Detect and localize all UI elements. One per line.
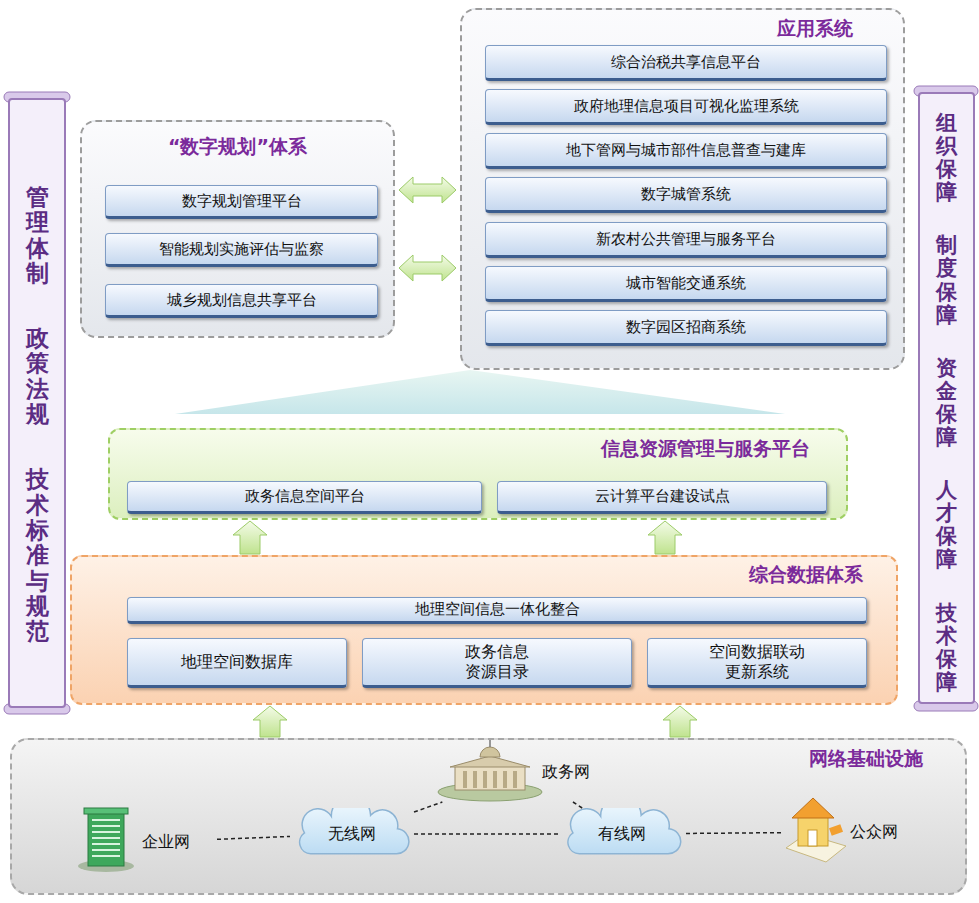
process-box: 空间数据联动 更新系统 — [647, 638, 867, 688]
window-row — [92, 843, 120, 845]
process-box: 新农村公共管理与服务平台 — [485, 222, 887, 258]
process-box: 地理空间信息一体化整合 — [127, 597, 867, 624]
group-panel: “数字规划”体系数字规划管理平台智能规划实施评估与监察城乡规划信息共享平台 — [80, 120, 395, 338]
panel-title: 网络基础设施 — [809, 746, 923, 772]
process-box: 智能规划实施评估与监察 — [105, 233, 378, 267]
dashed-link — [414, 833, 558, 835]
network-cloud: 无线网 — [290, 808, 414, 860]
vertical-label: 管理体制 — [26, 185, 49, 286]
box-label: 智能规划实施评估与监察 — [159, 240, 324, 259]
process-box: 数字城管系统 — [485, 177, 887, 213]
network-node: 公众网 — [782, 797, 937, 867]
group-panel: 应用系统综合治税共享信息平台政府地理信息项目可视化监理系统地下管网与城市部件信息… — [460, 8, 905, 370]
group-panel: 综合数据体系地理空间信息一体化整合地理空间数据库 政务信息 资源目录 空间数据联动 … — [70, 555, 898, 705]
process-box: 云计算平台建设试点 — [497, 481, 827, 514]
box-label: 城乡规划信息共享平台 — [167, 291, 317, 310]
double-arrow — [399, 177, 456, 203]
panel-title: 应用系统 — [777, 16, 853, 42]
network-label: 企业网 — [142, 832, 190, 853]
flow-arrow — [648, 521, 682, 554]
box-label: 城市智能交通系统 — [626, 274, 746, 293]
flow-arrow — [233, 521, 267, 554]
flow-arrow — [663, 706, 697, 737]
dashed-link — [573, 802, 582, 808]
vertical-label: 技术保障 — [936, 602, 957, 694]
box-label: 政府地理信息项目可视化监理系统 — [574, 97, 799, 116]
side-scroll: 管理体制政策法规技术标准与规范 — [8, 98, 66, 708]
cloud-label: 有线网 — [598, 824, 646, 845]
cloud-outline — [300, 808, 409, 854]
process-box: 城市智能交通系统 — [485, 266, 887, 302]
dashed-link — [414, 802, 442, 812]
process-box: 地下管网与城市部件信息普查与建库 — [485, 133, 887, 169]
box-label: 地理空间信息一体化整合 — [415, 600, 580, 619]
process-box: 地理空间数据库 — [127, 638, 347, 688]
vertical-label: 政策法规 — [26, 326, 49, 427]
window-row — [92, 819, 120, 821]
process-box: 综合治税共享信息平台 — [485, 45, 887, 81]
fan-connector — [175, 370, 785, 414]
window-row — [92, 825, 120, 827]
group-panel: 网络基础设施政务网企业网 无线网 有线网 公众网 — [10, 738, 967, 895]
window-row — [92, 831, 120, 833]
vertical-label: 资金保障 — [936, 357, 957, 449]
box-label: 新农村公共管理与服务平台 — [596, 230, 776, 249]
panel-title: 信息资源管理与服务平台 — [601, 436, 810, 462]
process-box: 数字园区招商系统 — [485, 310, 887, 346]
box-label: 地下管网与城市部件信息普查与建库 — [566, 141, 806, 160]
group-panel: 信息资源管理与服务平台政务信息空间平台 云计算平台建设试点 — [108, 428, 848, 520]
dashed-link — [686, 832, 782, 834]
panel-title: 综合数据体系 — [749, 562, 863, 588]
network-label: 公众网 — [850, 822, 898, 843]
process-box: 城乡规划信息共享平台 — [105, 284, 378, 318]
process-box: 数字规划管理平台 — [105, 185, 378, 219]
public-house-icon — [786, 798, 846, 862]
process-box: 政务信息空间平台 — [127, 481, 482, 514]
network-node: 企业网 — [82, 810, 217, 874]
window-row — [92, 837, 120, 839]
side-scroll: 组织保障制度保障资金保障人才保障技术保障 — [918, 92, 975, 704]
government-building-icon — [438, 740, 542, 801]
vertical-label: 组织保障 — [936, 112, 957, 204]
process-box: 政务信息 资源目录 — [362, 638, 632, 688]
window-row — [92, 855, 120, 857]
process-box: 政府地理信息项目可视化监理系统 — [485, 89, 887, 125]
box-label: 政务信息 资源目录 — [457, 642, 537, 682]
box-label: 云计算平台建设试点 — [595, 487, 730, 506]
vertical-label: 人才保障 — [936, 479, 957, 571]
double-arrow — [399, 255, 456, 281]
box-label: 综合治税共享信息平台 — [611, 53, 761, 72]
window-row — [92, 849, 120, 851]
box-label: 数字城管系统 — [641, 185, 731, 204]
box-label: 空间数据联动 更新系统 — [707, 642, 808, 682]
panel-title: “数字规划”体系 — [82, 134, 393, 160]
flow-arrow — [253, 706, 287, 737]
cloud-label: 无线网 — [328, 824, 376, 845]
vertical-label: 技术标准与规范 — [26, 467, 49, 644]
box-label: 数字规划管理平台 — [182, 192, 302, 211]
vertical-label: 制度保障 — [936, 234, 957, 326]
network-node: 政务网 — [442, 742, 612, 802]
cloud-outline — [568, 808, 681, 854]
network-label: 政务网 — [542, 762, 590, 783]
enterprise-building-icon — [78, 808, 134, 872]
network-cloud: 有线网 — [558, 808, 686, 860]
dashed-link — [217, 836, 290, 839]
box-label: 政务信息空间平台 — [245, 487, 365, 506]
box-label: 数字园区招商系统 — [626, 318, 746, 337]
box-label: 地理空间数据库 — [181, 652, 293, 672]
